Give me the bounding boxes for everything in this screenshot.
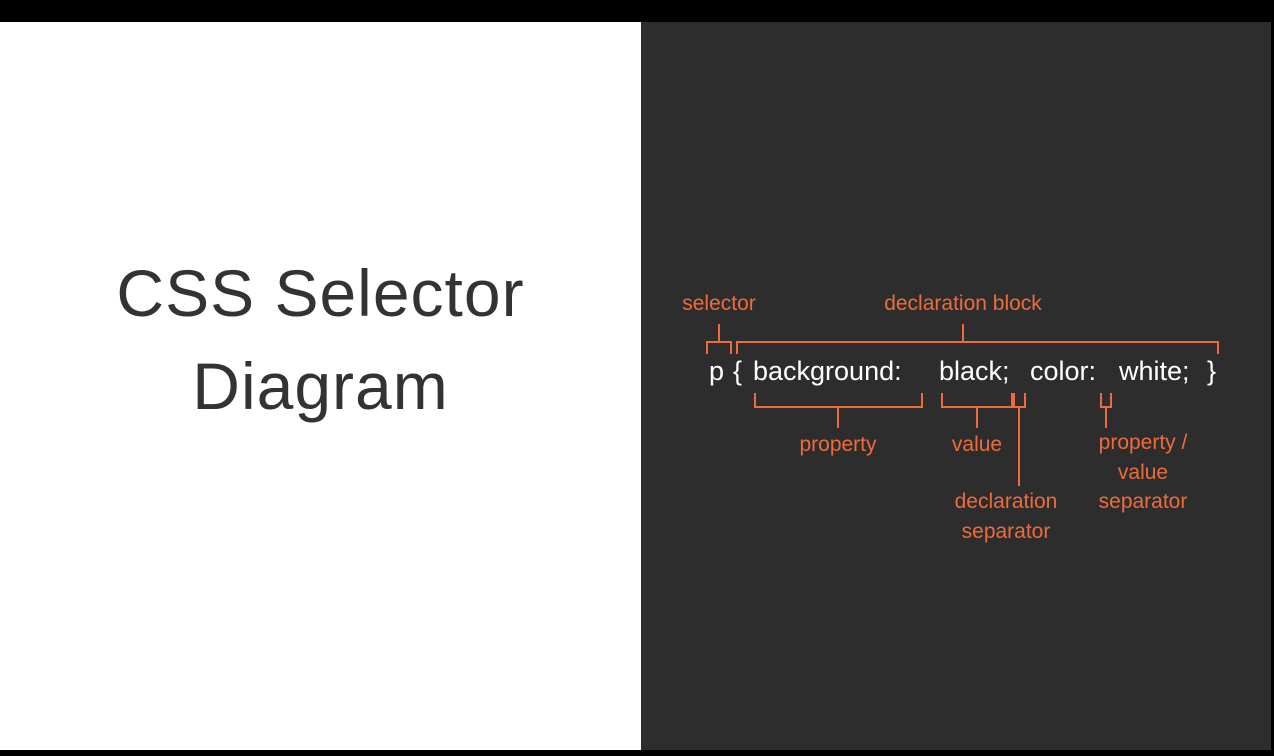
code-open-brace: { bbox=[733, 356, 742, 386]
label-declaration-block: declaration block bbox=[884, 292, 1042, 315]
label-pv-separator-line1: property / bbox=[1099, 431, 1188, 454]
code-close-brace: } bbox=[1207, 356, 1216, 386]
code-property-background: background: bbox=[753, 356, 902, 386]
title-line-1: CSS Selector bbox=[116, 256, 525, 330]
code-value-white: white; bbox=[1118, 356, 1190, 386]
bracket-value bbox=[941, 393, 1013, 428]
label-pv-separator-line3: separator bbox=[1099, 490, 1188, 513]
top-letterbox bbox=[0, 0, 1274, 22]
label-declaration-separator-line1: declaration bbox=[955, 490, 1058, 513]
bracket-selector bbox=[706, 324, 732, 354]
bottom-letterbox bbox=[0, 750, 1274, 756]
label-property: property bbox=[799, 433, 877, 456]
diagram-panel bbox=[641, 22, 1271, 750]
label-pv-separator-line2: value bbox=[1118, 461, 1168, 484]
code-selector: p bbox=[709, 356, 724, 386]
label-declaration-separator-line2: separator bbox=[962, 520, 1051, 543]
label-selector: selector bbox=[682, 292, 756, 315]
title-line-2: Diagram bbox=[192, 349, 449, 423]
code-property-color: color: bbox=[1030, 356, 1096, 386]
bracket-declaration-separator bbox=[1013, 393, 1026, 486]
bracket-pv-separator bbox=[1100, 393, 1112, 428]
code-value-black: black; bbox=[939, 356, 1010, 386]
bracket-declaration-block bbox=[736, 324, 1219, 354]
title-panel bbox=[0, 22, 641, 750]
bracket-property bbox=[754, 393, 923, 428]
label-value: value bbox=[952, 433, 1002, 456]
